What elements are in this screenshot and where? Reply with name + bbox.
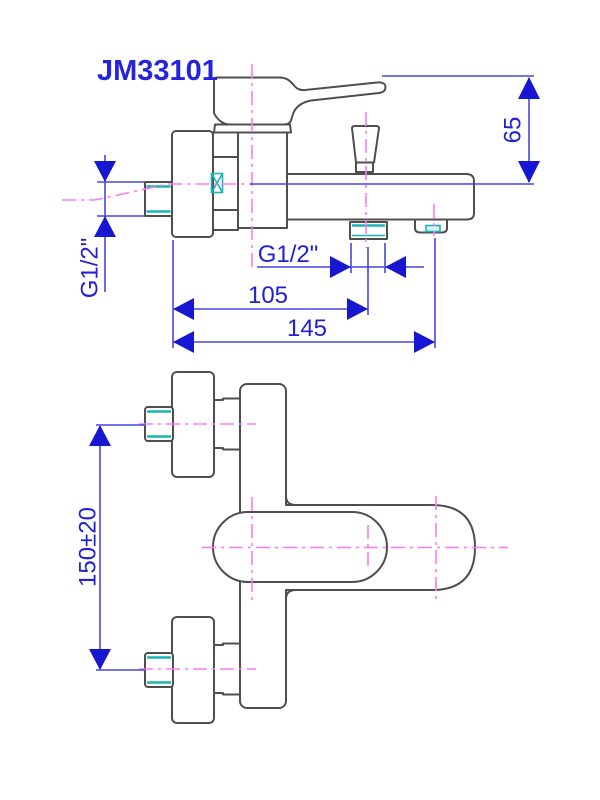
dim-105: 105	[173, 247, 369, 320]
valve-seat-box	[210, 172, 224, 194]
dim-outlet-thread: G1/2"	[257, 241, 424, 278]
arrow-left	[173, 331, 194, 353]
aerator-pocket	[414, 218, 448, 234]
arrow-down	[89, 649, 111, 670]
arrow-up	[94, 216, 116, 237]
dim-65: 65	[250, 75, 540, 185]
arrow-down	[94, 161, 116, 182]
spout-body	[286, 173, 475, 221]
spout-fillet	[285, 495, 297, 506]
side-view	[62, 64, 475, 268]
model-number: JM33101	[97, 55, 218, 87]
dim-65-label: 65	[500, 117, 527, 144]
dim-150-label: 150±20	[75, 507, 102, 587]
front-view	[139, 371, 508, 724]
arrow-right	[330, 256, 351, 278]
dim-inlet-thread: G1/2"	[77, 155, 144, 299]
valve-seat-cross	[210, 173, 224, 193]
dim-105-label: 105	[248, 282, 288, 309]
dim-outlet-thread-label: G1/2"	[258, 241, 319, 268]
valve-body	[237, 131, 288, 229]
arrow-right	[347, 298, 368, 320]
arrow-left	[173, 298, 194, 320]
diverter-stem	[355, 161, 374, 173]
arrow-left	[385, 256, 406, 278]
handle-lever	[213, 76, 387, 126]
bottom-wall-flange	[171, 616, 215, 724]
arrow-down	[518, 161, 540, 183]
dim-145: 145	[172, 238, 436, 353]
aerator-insert	[425, 224, 441, 233]
dimension-annotations: 65 G1/2" G1/2" 105	[75, 75, 540, 671]
bottom-neck	[213, 642, 241, 646]
arrow-up	[518, 77, 540, 99]
spout-fillet	[285, 589, 297, 600]
dim-150: 150±20	[75, 424, 145, 671]
top-neck	[213, 397, 241, 401]
arrow-up	[89, 425, 111, 446]
top-neck	[213, 447, 241, 451]
dim-inlet-thread-label: G1/2"	[77, 238, 104, 299]
dim-145-label: 145	[287, 315, 327, 342]
inlet-centerline	[62, 183, 250, 201]
bottom-neck	[213, 692, 241, 696]
arrow-right	[414, 331, 435, 353]
